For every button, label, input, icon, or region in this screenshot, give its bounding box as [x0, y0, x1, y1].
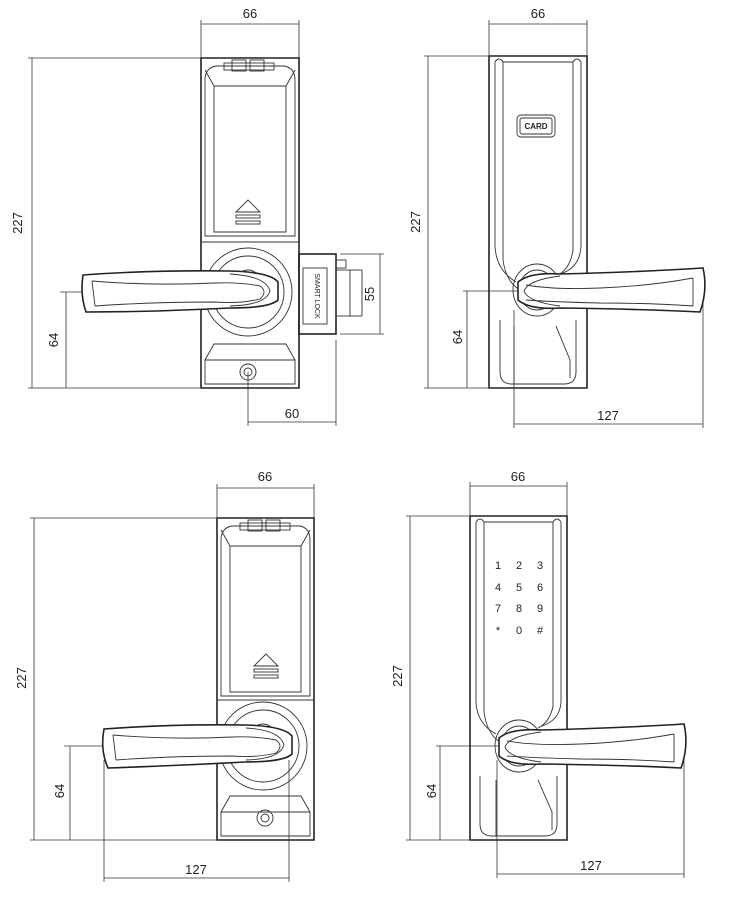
handle-height-label: 64 [424, 784, 439, 798]
eject-arrow-icon [234, 199, 262, 225]
smart-lock-label: SMART LOCK [313, 273, 320, 319]
keypad-key[interactable]: 7 [495, 603, 501, 615]
keypad-key[interactable]: 3 [537, 560, 543, 572]
width-label: 66 [258, 469, 272, 484]
handle-height-label: 64 [450, 330, 465, 344]
view-bottom-right: 66 227 64 127 1 2 3 4 5 6 7 8 9 * 0 # [390, 469, 687, 878]
height-label: 227 [14, 667, 29, 689]
top-latch-detail [239, 519, 291, 532]
lever-handle [517, 267, 706, 313]
backset-label: 60 [285, 406, 299, 421]
keypad-key[interactable]: 8 [516, 603, 522, 615]
lock-body [216, 517, 315, 841]
lever-handle [81, 270, 279, 313]
keypad-key[interactable]: 5 [516, 582, 522, 594]
keypad-key[interactable]: 6 [537, 582, 543, 594]
handle-height-label: 64 [46, 333, 61, 347]
card-label: CARD [524, 122, 547, 131]
view-top-left: 66 227 64 55 60 [10, 6, 384, 426]
height-label: 227 [390, 665, 405, 687]
lever-length-label: 127 [185, 862, 207, 877]
lever-handle [498, 723, 687, 769]
keypad-key[interactable]: # [537, 625, 544, 637]
width-label: 66 [511, 469, 525, 484]
dimension-lines [406, 482, 685, 878]
view-bottom-left: 66 227 64 127 [14, 469, 315, 882]
smart-lock-plate [298, 253, 363, 335]
eject-arrow-icon [252, 653, 280, 679]
height-label: 227 [408, 211, 423, 233]
lock-body [488, 55, 588, 389]
card-reader-icon [516, 114, 556, 138]
width-label: 66 [243, 6, 257, 21]
lock-body [200, 57, 300, 389]
key-cylinder-icon [256, 809, 274, 827]
lock-body [469, 515, 568, 841]
lever-length-label: 127 [597, 408, 619, 423]
keypad-key[interactable]: 9 [537, 603, 543, 615]
dimension-lines [28, 20, 384, 426]
handle-height-label: 64 [52, 784, 67, 798]
latch-height-label: 55 [362, 287, 377, 301]
keypad-key[interactable]: 0 [516, 625, 522, 637]
view-top-right: 66 227 64 127 CARD [408, 6, 706, 428]
keypad: 1 2 3 4 5 6 7 8 9 * 0 # [495, 560, 544, 637]
lever-handle [101, 724, 293, 769]
width-label: 66 [531, 6, 545, 21]
lever-length-label: 127 [580, 858, 602, 873]
keypad-key[interactable]: 1 [495, 560, 501, 572]
top-latch-detail [223, 59, 275, 72]
key-cylinder-icon [239, 363, 257, 381]
keypad-key[interactable]: 4 [495, 582, 501, 594]
dimension-lines [30, 484, 315, 882]
height-label: 227 [10, 212, 25, 234]
keypad-key[interactable]: * [496, 625, 501, 637]
dimension-lines [424, 20, 704, 428]
keypad-key[interactable]: 2 [516, 560, 522, 572]
